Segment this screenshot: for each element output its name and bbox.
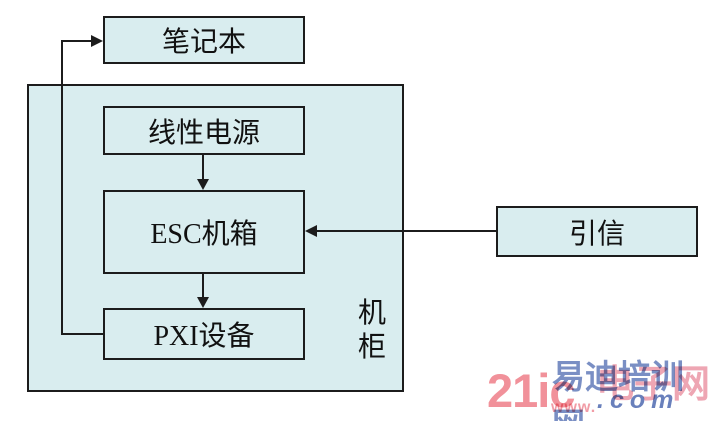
notebook-box: 笔记本 bbox=[103, 16, 305, 64]
connector-pxi-to-notebook-vertical bbox=[61, 40, 63, 335]
arrowhead-into-notebook bbox=[91, 35, 103, 47]
watermark-www: www. bbox=[551, 399, 597, 416]
notebook-label: 笔记本 bbox=[161, 27, 246, 58]
watermark-domain: .com bbox=[597, 386, 680, 414]
linear-power-box: 线性电源 bbox=[103, 106, 305, 155]
arrowhead-into-esc-top bbox=[197, 179, 209, 190]
fuze-box: 引信 bbox=[496, 206, 698, 257]
linear-power-label: 线性电源 bbox=[147, 117, 260, 149]
fuze-label: 引信 bbox=[568, 218, 625, 250]
connector-linearpower-to-esc bbox=[202, 155, 204, 181]
connector-pxi-to-notebook-bottom bbox=[61, 333, 103, 335]
watermark-brand-cjk: 电子网 bbox=[596, 364, 711, 406]
pxi-device-box: PXI设备 bbox=[103, 308, 305, 360]
esc-chassis-label: ESC机箱 bbox=[150, 219, 258, 250]
connector-pxi-to-notebook-top bbox=[61, 40, 93, 42]
connector-esc-to-pxi bbox=[202, 274, 204, 298]
esc-chassis-box: ESC机箱 bbox=[103, 190, 305, 274]
watermark-brand: 21ic bbox=[487, 364, 575, 417]
arrowhead-into-esc-right bbox=[305, 225, 317, 237]
pxi-device-label: PXI设备 bbox=[153, 321, 255, 352]
watermark-overlay-text: 易迪培训网 bbox=[552, 358, 684, 421]
arrowhead-into-pxi bbox=[197, 297, 209, 308]
cabinet-label: 机柜 bbox=[357, 298, 386, 363]
connector-fuze-to-esc bbox=[317, 230, 496, 232]
